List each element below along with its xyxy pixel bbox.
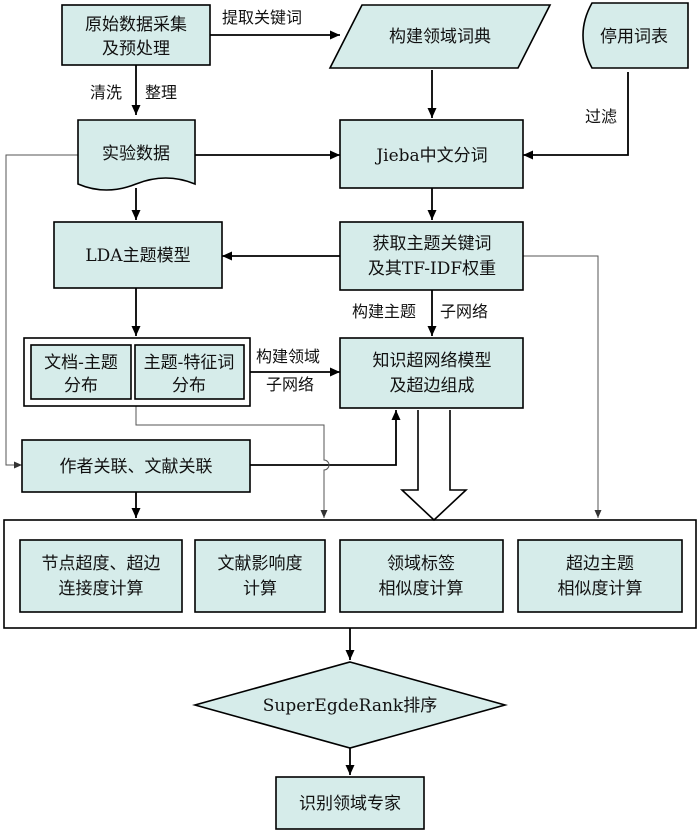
node-node-degree: 节点超度、超边 连接度计算 <box>19 539 183 613</box>
node-topic-keywords: 获取主题关键词 及其TF-IDF权重 <box>339 221 524 291</box>
node-lda-label: LDA主题模型 <box>85 246 190 266</box>
node-domain-dict: 构建领域词典 <box>328 4 552 69</box>
node-domain-tag: 领域标签 相似度计算 <box>339 539 504 613</box>
node-topic-word-line1: 主题-特征词 <box>144 353 235 373</box>
edge-label-build-domain: 构建领域 <box>256 347 320 366</box>
node-stopwords-label: 停用词表 <box>600 27 668 47</box>
node-topic-keywords-line1: 获取主题关键词 <box>373 234 492 254</box>
node-lda: LDA主题模型 <box>53 221 223 289</box>
node-hyperedge-topic: 超边主题 相似度计算 <box>517 539 683 613</box>
node-rank: SuperEgdeRank排序 <box>192 661 508 749</box>
node-topic-word: 主题-特征词 分布 <box>134 344 245 400</box>
node-jieba: Jieba中文分词 <box>339 119 524 189</box>
node-rank-label: SuperEgdeRank排序 <box>263 696 437 716</box>
node-node-degree-line2: 连接度计算 <box>59 579 144 599</box>
edge-labels: 提取关键词 清洗 整理 过滤 构建主题 子网络 构建领域 子网络 <box>90 8 617 394</box>
node-lit-influence-line1: 文献影响度 <box>218 554 303 574</box>
node-experts-label: 识别领域专家 <box>299 794 401 814</box>
node-author-relation-label: 作者关联、文献关联 <box>60 457 213 477</box>
node-stopwords: 停用词表 <box>582 2 689 69</box>
node-domain-dict-label: 构建领域词典 <box>389 27 491 47</box>
edge-distributions-to-calc <box>135 406 330 518</box>
node-raw-data-line2: 及预处理 <box>102 39 170 59</box>
node-hypernetwork-line1: 知识超网络模型 <box>373 351 492 371</box>
node-lit-influence: 文献影响度 计算 <box>194 539 326 613</box>
node-topic-word-line2: 分布 <box>172 376 206 396</box>
edge-stopwords-to-jieba <box>523 72 629 160</box>
edge-label-domain-subnet: 子网络 <box>266 375 314 394</box>
node-hyperedge-topic-line1: 超边主题 <box>566 554 634 574</box>
node-distributions: 文档-主题 分布 主题-特征词 分布 <box>23 337 251 407</box>
node-doc-topic: 文档-主题 分布 <box>30 344 132 400</box>
edge-label-extract-keywords: 提取关键词 <box>222 8 302 27</box>
node-jieba-label: Jieba中文分词 <box>374 146 487 166</box>
edge-label-organize: 整理 <box>145 83 177 102</box>
connectors <box>5 30 629 775</box>
node-lit-influence-line2: 计算 <box>243 579 277 599</box>
edge-label-filter: 过滤 <box>585 107 617 126</box>
node-doc-topic-line1: 文档-主题 <box>44 353 118 373</box>
node-author-relation: 作者关联、文献关联 <box>21 439 251 493</box>
node-domain-tag-line1: 领域标签 <box>387 554 455 574</box>
edge-experiment-to-author <box>5 154 78 469</box>
node-calc-container: 节点超度、超边 连接度计算 文献影响度 计算 领域标签 相似度计算 超边主题 相… <box>3 519 697 629</box>
node-raw-data-line1: 原始数据采集 <box>85 15 187 35</box>
edge-label-subnet: 子网络 <box>440 302 488 321</box>
node-domain-tag-line2: 相似度计算 <box>379 579 464 599</box>
node-experiment-data: 实验数据 <box>77 119 196 191</box>
edge-label-clean: 清洗 <box>90 83 122 102</box>
node-raw-data: 原始数据采集 及预处理 <box>61 4 211 66</box>
node-hyperedge-topic-line2: 相似度计算 <box>558 579 643 599</box>
hollow-arrow <box>399 410 469 522</box>
node-topic-keywords-line2: 及其TF-IDF权重 <box>368 259 496 279</box>
node-experts: 识别领域专家 <box>275 776 425 830</box>
edge-author-to-hypernetwork <box>250 410 401 466</box>
node-doc-topic-line2: 分布 <box>64 376 98 396</box>
node-hypernetwork-line2: 及超边组成 <box>390 376 475 396</box>
edge-keywords-to-calc <box>523 255 602 518</box>
node-experiment-data-label: 实验数据 <box>102 144 170 164</box>
node-hypernetwork: 知识超网络模型 及超边组成 <box>339 337 524 409</box>
edge-label-build-topic: 构建主题 <box>352 302 416 321</box>
node-node-degree-line1: 节点超度、超边 <box>42 554 161 574</box>
